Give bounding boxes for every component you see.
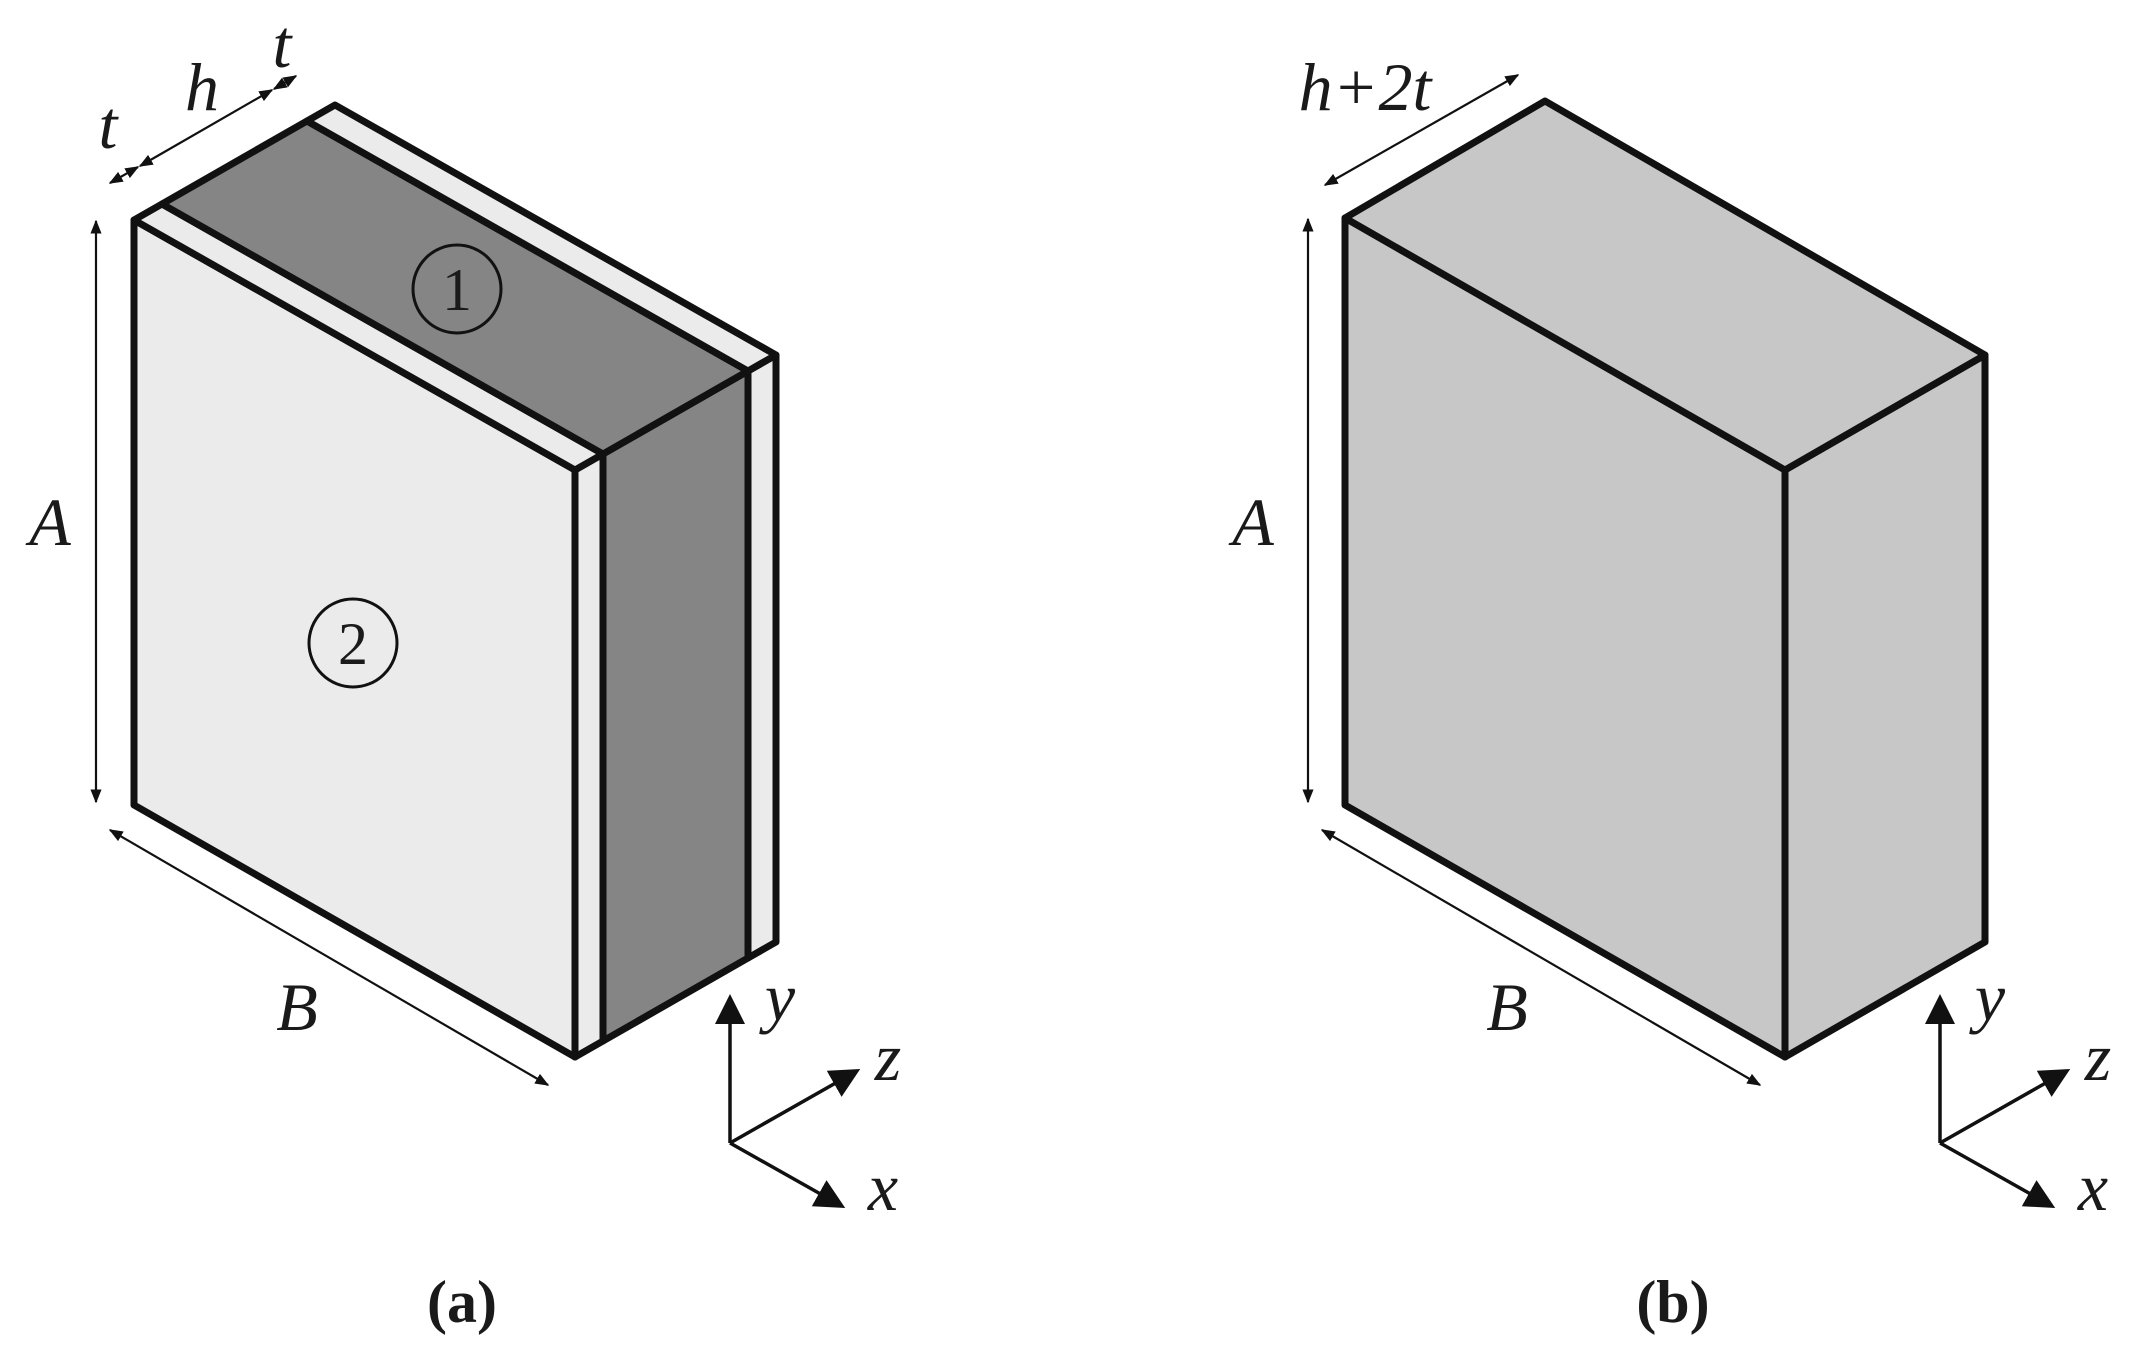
label-h: h	[185, 49, 219, 125]
dim-B-line	[108, 829, 550, 1086]
dim-t-right-line	[272, 75, 298, 90]
homogenized-side-face	[1781, 351, 1989, 1061]
panel-a: 1 2 A B t h t y z x (a)	[25, 6, 901, 1335]
z-axis	[729, 1069, 861, 1145]
region-2-label: 2	[338, 611, 368, 677]
panel-b: A B h+2t y z x (b)	[1228, 49, 2111, 1335]
x-axis	[729, 1141, 846, 1208]
dim-thickness-line	[1323, 74, 1520, 186]
axes-b: y z x	[1925, 959, 2111, 1225]
label-B-b: B	[1486, 969, 1528, 1045]
region-1-marker: 1	[411, 243, 503, 335]
label-A: A	[25, 484, 71, 560]
region-1-label: 1	[442, 257, 472, 323]
region-2-marker: 2	[307, 597, 399, 689]
label-thickness: h+2t	[1299, 49, 1434, 125]
label-A-b: A	[1228, 484, 1274, 560]
axes-a: y z x	[715, 959, 901, 1225]
axis-x-label: x	[867, 1149, 898, 1225]
label-t-right: t	[273, 6, 294, 82]
front-face-strip	[571, 450, 607, 1061]
dim-h-line	[138, 89, 274, 167]
dim-t-left-line	[108, 166, 140, 184]
caption-b: (b)	[1636, 1269, 1709, 1335]
dim-B-line-b	[1320, 829, 1762, 1086]
label-B: B	[276, 969, 318, 1045]
caption-a: (a)	[427, 1269, 497, 1335]
label-t-left: t	[99, 87, 120, 163]
axis-z-label: z	[2084, 1019, 2111, 1095]
back-face-top-strip	[303, 101, 780, 375]
axis-y-label: y	[1969, 959, 2006, 1035]
x-axis	[1939, 1141, 2056, 1208]
core-side	[599, 367, 752, 1045]
z-axis	[1939, 1069, 2071, 1145]
axis-x-label: x	[2077, 1149, 2108, 1225]
axis-z-label: z	[874, 1019, 901, 1095]
back-face-strip	[744, 351, 780, 962]
axis-y-label: y	[759, 959, 796, 1035]
